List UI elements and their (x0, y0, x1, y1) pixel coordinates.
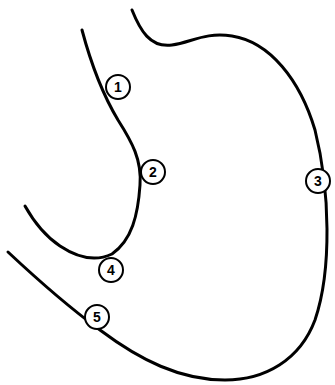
callout-number: 5 (84, 304, 110, 330)
greater-curvature (8, 10, 327, 380)
callout-number: 2 (140, 159, 166, 185)
callout-number: 4 (98, 257, 124, 283)
callout-number: 1 (105, 74, 131, 100)
callout-number: 3 (305, 168, 331, 194)
lesser-curvature (25, 30, 140, 258)
